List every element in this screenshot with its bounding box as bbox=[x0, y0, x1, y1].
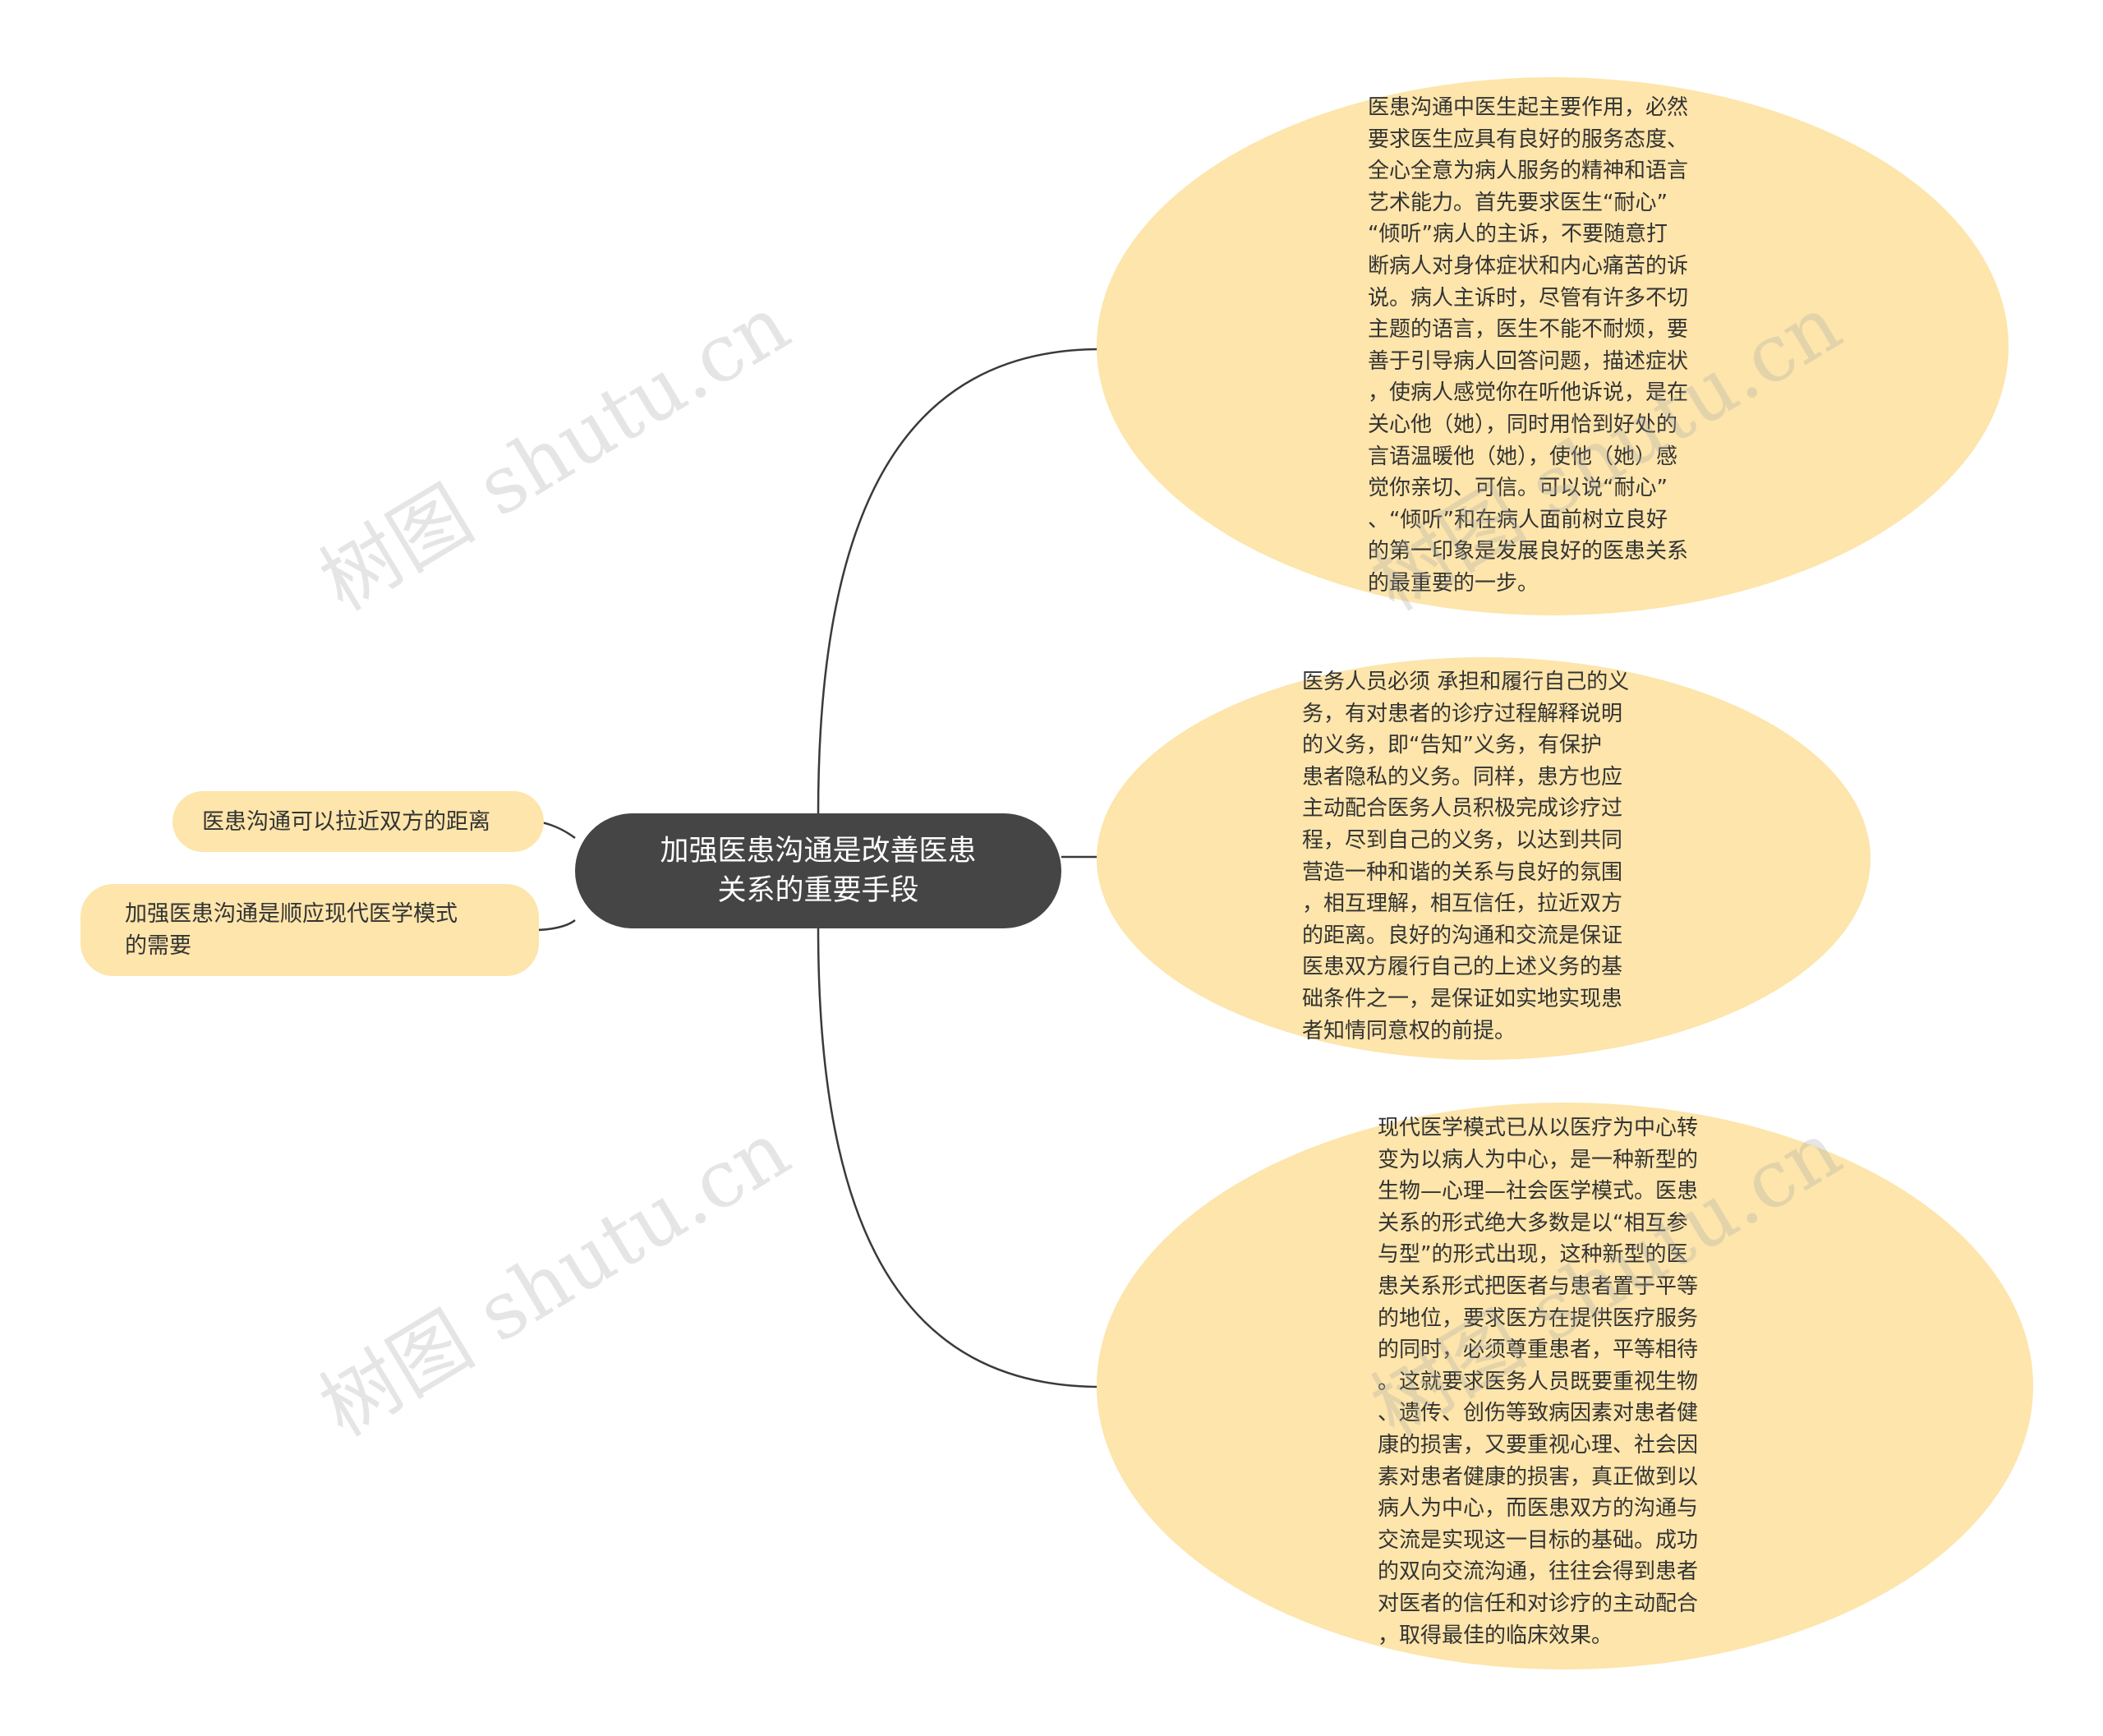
right-node-doctor-role[interactable]: 医患沟通中医生起主要作用，必然 要求医生应具有良好的服务态度、 全心全意为病人服… bbox=[1097, 77, 2009, 615]
right-node-medical-model[interactable]: 现代医学模式已从以医疗为中心转 变为以病人为中心，是一种新型的 生物—心理—社会… bbox=[1097, 1103, 2033, 1669]
central-topic[interactable]: 加强医患沟通是改善医患 关系的重要手段 bbox=[575, 813, 1061, 928]
right-node-medical-model-text: 现代医学模式已从以医疗为中心转 变为以病人为中心，是一种新型的 生物—心理—社会… bbox=[1378, 1116, 1699, 1648]
left-node-medical-model-text: 加强医患沟通是顺应现代医学模式 的需要 bbox=[125, 901, 458, 959]
edge-to-right-node-1 bbox=[817, 348, 1102, 814]
right-node-obligations[interactable]: 医务人员必须 承担和履行自己的义 务，有对患者的诊疗过程解释说明 的义务，即“告… bbox=[1097, 657, 1871, 1060]
edge-to-left-node-2 bbox=[533, 919, 576, 932]
right-node-doctor-role-text: 医患沟通中医生起主要作用，必然 要求医生应具有良好的服务态度、 全心全意为病人服… bbox=[1368, 95, 1689, 596]
left-node-medical-model[interactable]: 加强医患沟通是顺应现代医学模式 的需要 bbox=[81, 884, 539, 976]
left-node-distance[interactable]: 医患沟通可以拉近双方的距离 bbox=[173, 791, 544, 852]
right-node-obligations-text: 医务人员必须 承担和履行自己的义 务，有对患者的诊疗过程解释说明 的义务，即“告… bbox=[1302, 670, 1630, 1043]
left-node-distance-text: 医患沟通可以拉近双方的距离 bbox=[202, 808, 490, 835]
central-topic-text: 加强医患沟通是改善医患 关系的重要手段 bbox=[660, 835, 977, 907]
edge-to-right-node-3 bbox=[817, 928, 1102, 1388]
